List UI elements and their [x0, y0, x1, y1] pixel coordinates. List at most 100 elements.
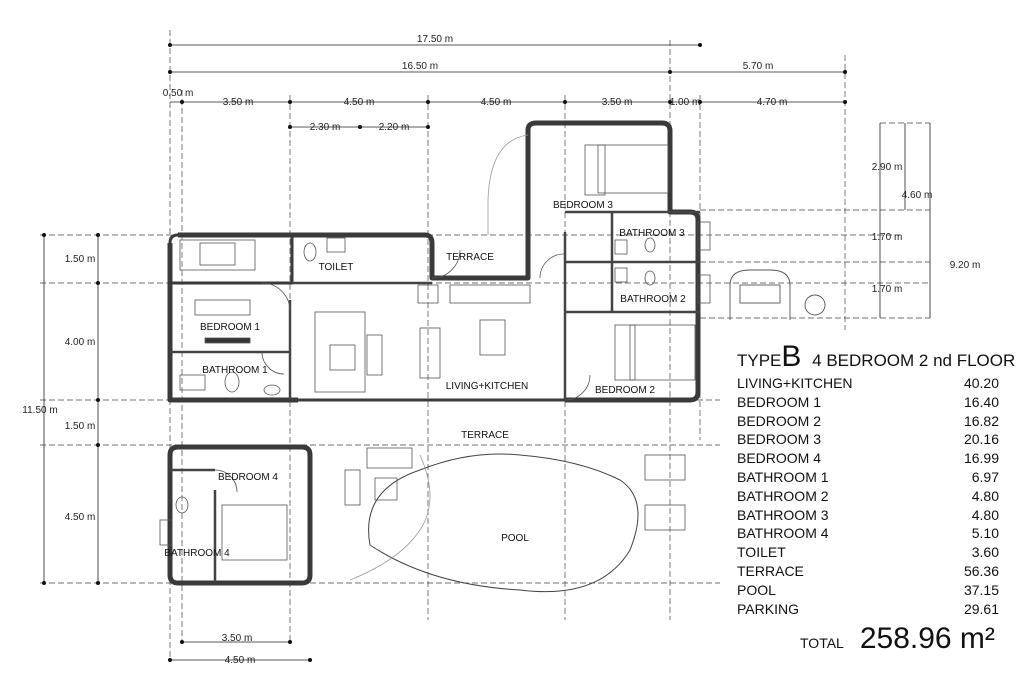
dim-grid-3: 4.50 m — [481, 97, 512, 108]
legend-area-value: 16.99 — [963, 450, 999, 467]
legend-area-row: BATHROOM 2 4.80 — [737, 487, 999, 506]
legend-area-row: PARKING 29.61 — [737, 600, 999, 619]
legend-area-value: 40.20 — [963, 375, 999, 391]
dim-grid-4: 3.50 m — [602, 97, 633, 108]
label-bedroom2: BEDROOM 2 — [595, 385, 655, 396]
dim-left-1: 4.00 m — [65, 337, 96, 348]
legend-area-value: 4.80 — [971, 487, 999, 504]
legend-area-name: BEDROOM 1 — [737, 393, 822, 410]
legend-area-row: BEDROOM 2 16.82 — [737, 412, 999, 431]
dim-grid-1: 3.50 m — [223, 97, 254, 108]
dim-left-total: 11.50 m — [22, 405, 57, 416]
dim-bottom-1: 4.50 m — [225, 655, 256, 666]
legend-area-name: BEDROOM 2 — [737, 412, 822, 429]
legend-area-row: BEDROOM 1 16.40 — [737, 393, 999, 412]
parking-car — [729, 269, 826, 320]
toilet-fixtures — [303, 237, 346, 262]
doors — [214, 249, 591, 493]
label-bedroom1: BEDROOM 1 — [200, 322, 260, 333]
dim-top-main: 16.50 m — [402, 61, 438, 72]
legend-area-name: LIVING+KITCHEN — [737, 375, 853, 391]
label-bathroom3: BATHROOM 3 — [619, 228, 685, 239]
dim-left-3: 4.50 m — [65, 512, 96, 523]
dim-right-2: 1.70 m — [872, 232, 903, 243]
legend-area-row: BEDROOM 4 16.99 — [737, 449, 999, 468]
dim-bottom-0: 3.50 m — [222, 633, 253, 644]
bedroom3-furniture — [584, 144, 669, 196]
dim-grid-0: 0.50 m — [163, 88, 194, 99]
living-furniture — [314, 284, 531, 393]
label-living: LIVING+KITCHEN — [446, 381, 529, 392]
legend-area-name: TERRACE — [737, 562, 804, 579]
bedroom1-furniture — [179, 239, 256, 344]
pool-outline — [368, 453, 639, 593]
label-bedroom4: BEDROOM 4 — [218, 472, 278, 483]
label-terrace: TERRACE — [461, 430, 509, 441]
legend-type-prefix: TYPE — [737, 351, 782, 370]
legend-type-line: TYPEB 4 BEDROOM 2 nd FLOOR — [737, 340, 1015, 374]
dim-sub-0: 2.30 m — [310, 122, 341, 133]
legend-total-value: 258.96 m² — [859, 622, 995, 656]
dim-right-total: 9.20 m — [950, 260, 981, 271]
dimension-lines — [43, 44, 931, 661]
legend-area-row: BATHROOM 4 5.10 — [737, 524, 999, 543]
legend-area-value: 16.40 — [963, 393, 999, 410]
legend-area-value: 56.36 — [963, 562, 999, 579]
legend-area-value: 20.16 — [963, 431, 999, 448]
label-toilet: TOILET — [319, 262, 354, 273]
legend-area-value: 4.80 — [971, 506, 999, 523]
legend-area-value: 29.61 — [963, 600, 999, 617]
legend-area-row: LIVING+KITCHEN 40.20 — [737, 374, 999, 393]
legend-total: TOTAL 258.96 m² — [737, 622, 999, 656]
dim-top-right: 5.70 m — [743, 61, 774, 72]
legend-area-value: 37.15 — [963, 581, 999, 598]
legend-area-name: BATHROOM 2 — [737, 487, 829, 504]
legend-total-label: TOTAL — [800, 635, 844, 652]
walls — [167, 120, 701, 586]
legend-area-name: BATHROOM 4 — [737, 525, 829, 542]
legend-subtitle: 4 BEDROOM 2 nd FLOOR — [812, 351, 1016, 370]
legend-area-name: BATHROOM 3 — [737, 506, 829, 523]
dim-right-0: 2.90 m — [872, 162, 903, 173]
legend-area-value: 3.60 — [971, 544, 999, 561]
label-pool: POOL — [501, 533, 529, 544]
dim-grid-2: 4.50 m — [344, 97, 375, 108]
bathroom23-fixtures — [614, 221, 711, 304]
legend-type-letter: B — [781, 340, 802, 373]
dim-grid-5: 1.00 m — [670, 97, 701, 108]
dim-top-total: 17.50 m — [417, 34, 453, 45]
legend-area-name: BATHROOM 1 — [737, 468, 829, 485]
dim-right-3: 1.70 m — [872, 284, 903, 295]
legend-area-row: BATHROOM 1 6.97 — [737, 468, 999, 487]
label-bathroom1: BATHROOM 1 — [202, 365, 268, 376]
interior-walls — [170, 210, 700, 583]
legend-area-row: BATHROOM 3 4.80 — [737, 506, 999, 525]
legend-area-value: 16.82 — [963, 412, 999, 429]
legend-area-row: TERRACE 56.36 — [737, 562, 999, 581]
dim-right-1: 4.60 m — [902, 190, 933, 201]
label-bathroom4: BATHROOM 4 — [164, 548, 230, 559]
legend-area-name: BEDROOM 3 — [737, 431, 822, 448]
dim-left-2: 1.50 m — [65, 421, 96, 432]
dim-sub-1: 2.20 m — [379, 122, 410, 133]
bathroom1-fixtures — [179, 371, 281, 396]
area-legend: TYPEB 4 BEDROOM 2 nd FLOOR LIVING+KITCHE… — [737, 340, 1015, 656]
dim-left-0: 1.50 m — [65, 254, 96, 265]
upper-terrace-outline — [487, 134, 529, 235]
legend-area-name: PARKING — [737, 600, 799, 617]
label-bathroom2: BATHROOM 2 — [620, 294, 686, 305]
legend-area-value: 6.97 — [971, 468, 999, 485]
label-bedroom3: BEDROOM 3 — [553, 200, 613, 211]
legend-area-row: BEDROOM 3 20.16 — [737, 430, 999, 449]
dim-grid-6: 4.70 m — [757, 97, 788, 108]
dimension-ticks — [42, 43, 847, 662]
legend-area-name: BEDROOM 4 — [737, 450, 822, 467]
legend-area-value: 5.10 — [971, 525, 999, 542]
bedroom4-furniture — [159, 496, 288, 561]
bedroom2-furniture — [614, 324, 696, 381]
label-terrace-top: TERRACE — [446, 252, 494, 263]
